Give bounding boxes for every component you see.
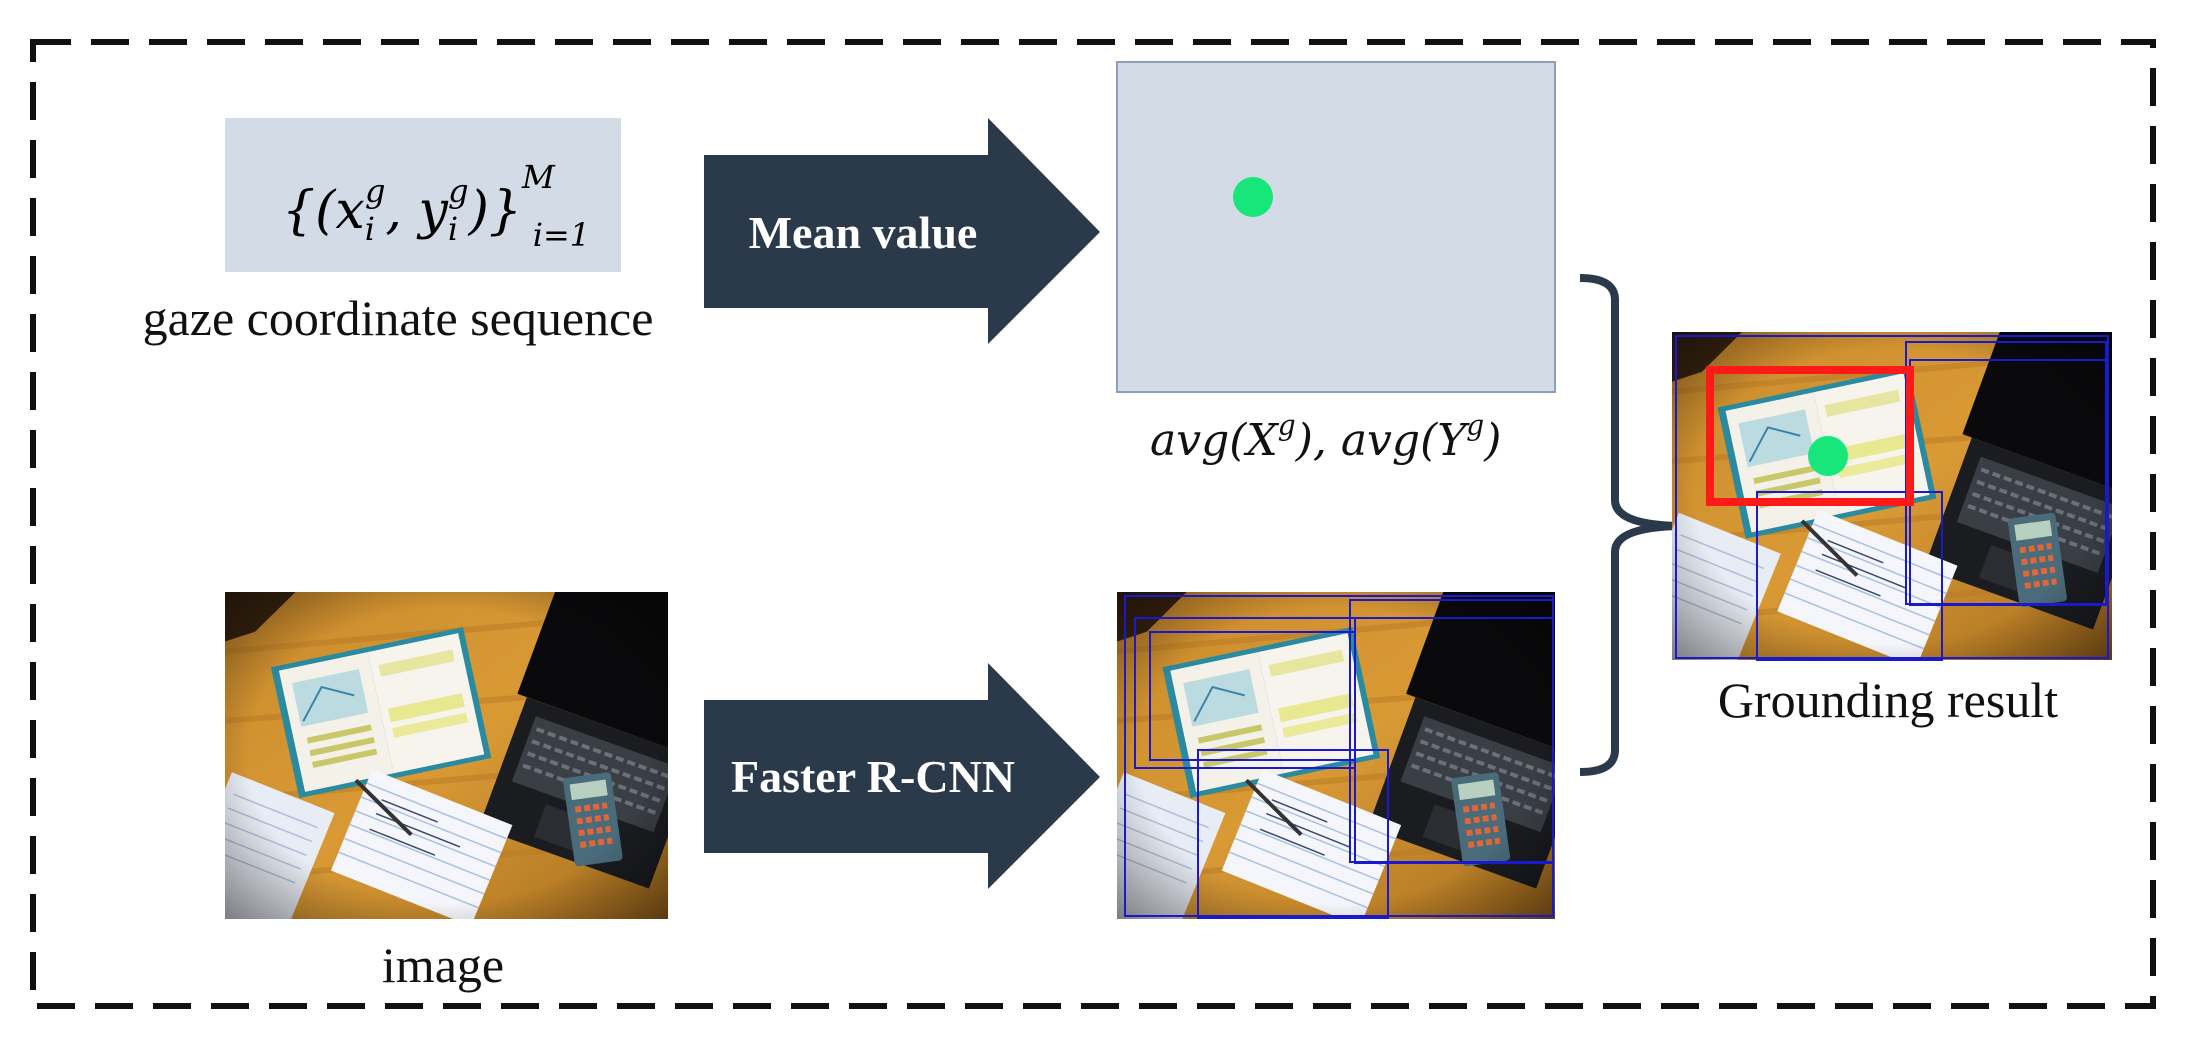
faster-rcnn-arrow: Faster R-CNN bbox=[704, 663, 1100, 889]
mean-gaze-panel bbox=[1116, 61, 1556, 393]
proposal-boxes bbox=[1124, 595, 1554, 919]
detection-image bbox=[1072, 554, 1635, 942]
proposal-box bbox=[1124, 595, 1554, 917]
gaze-sequence-label: gaze coordinate sequence bbox=[143, 290, 654, 346]
input-image bbox=[179, 554, 749, 942]
mean-gaze-point bbox=[1233, 177, 1273, 217]
faster-rcnn-label: Faster R-CNN bbox=[731, 751, 1015, 802]
proposal-box bbox=[1197, 749, 1389, 919]
mean-value-label: Mean value bbox=[749, 207, 978, 258]
merge-brace bbox=[1579, 274, 1686, 776]
grounding-result-label: Grounding result bbox=[1718, 672, 2058, 728]
proposal-box bbox=[1675, 335, 2109, 659]
dashed-frame bbox=[30, 39, 2156, 1009]
grounded-box bbox=[1706, 366, 1914, 506]
mean-value-arrow: Mean value bbox=[704, 118, 1100, 344]
grounded-gaze-point bbox=[1808, 436, 1848, 476]
avg-gaze-label: avg(Xg), avg(Yg) bbox=[1150, 409, 1501, 466]
proposal-box bbox=[1756, 491, 1943, 661]
image-label: image bbox=[382, 937, 504, 993]
result-proposal-boxes bbox=[1675, 335, 2109, 661]
